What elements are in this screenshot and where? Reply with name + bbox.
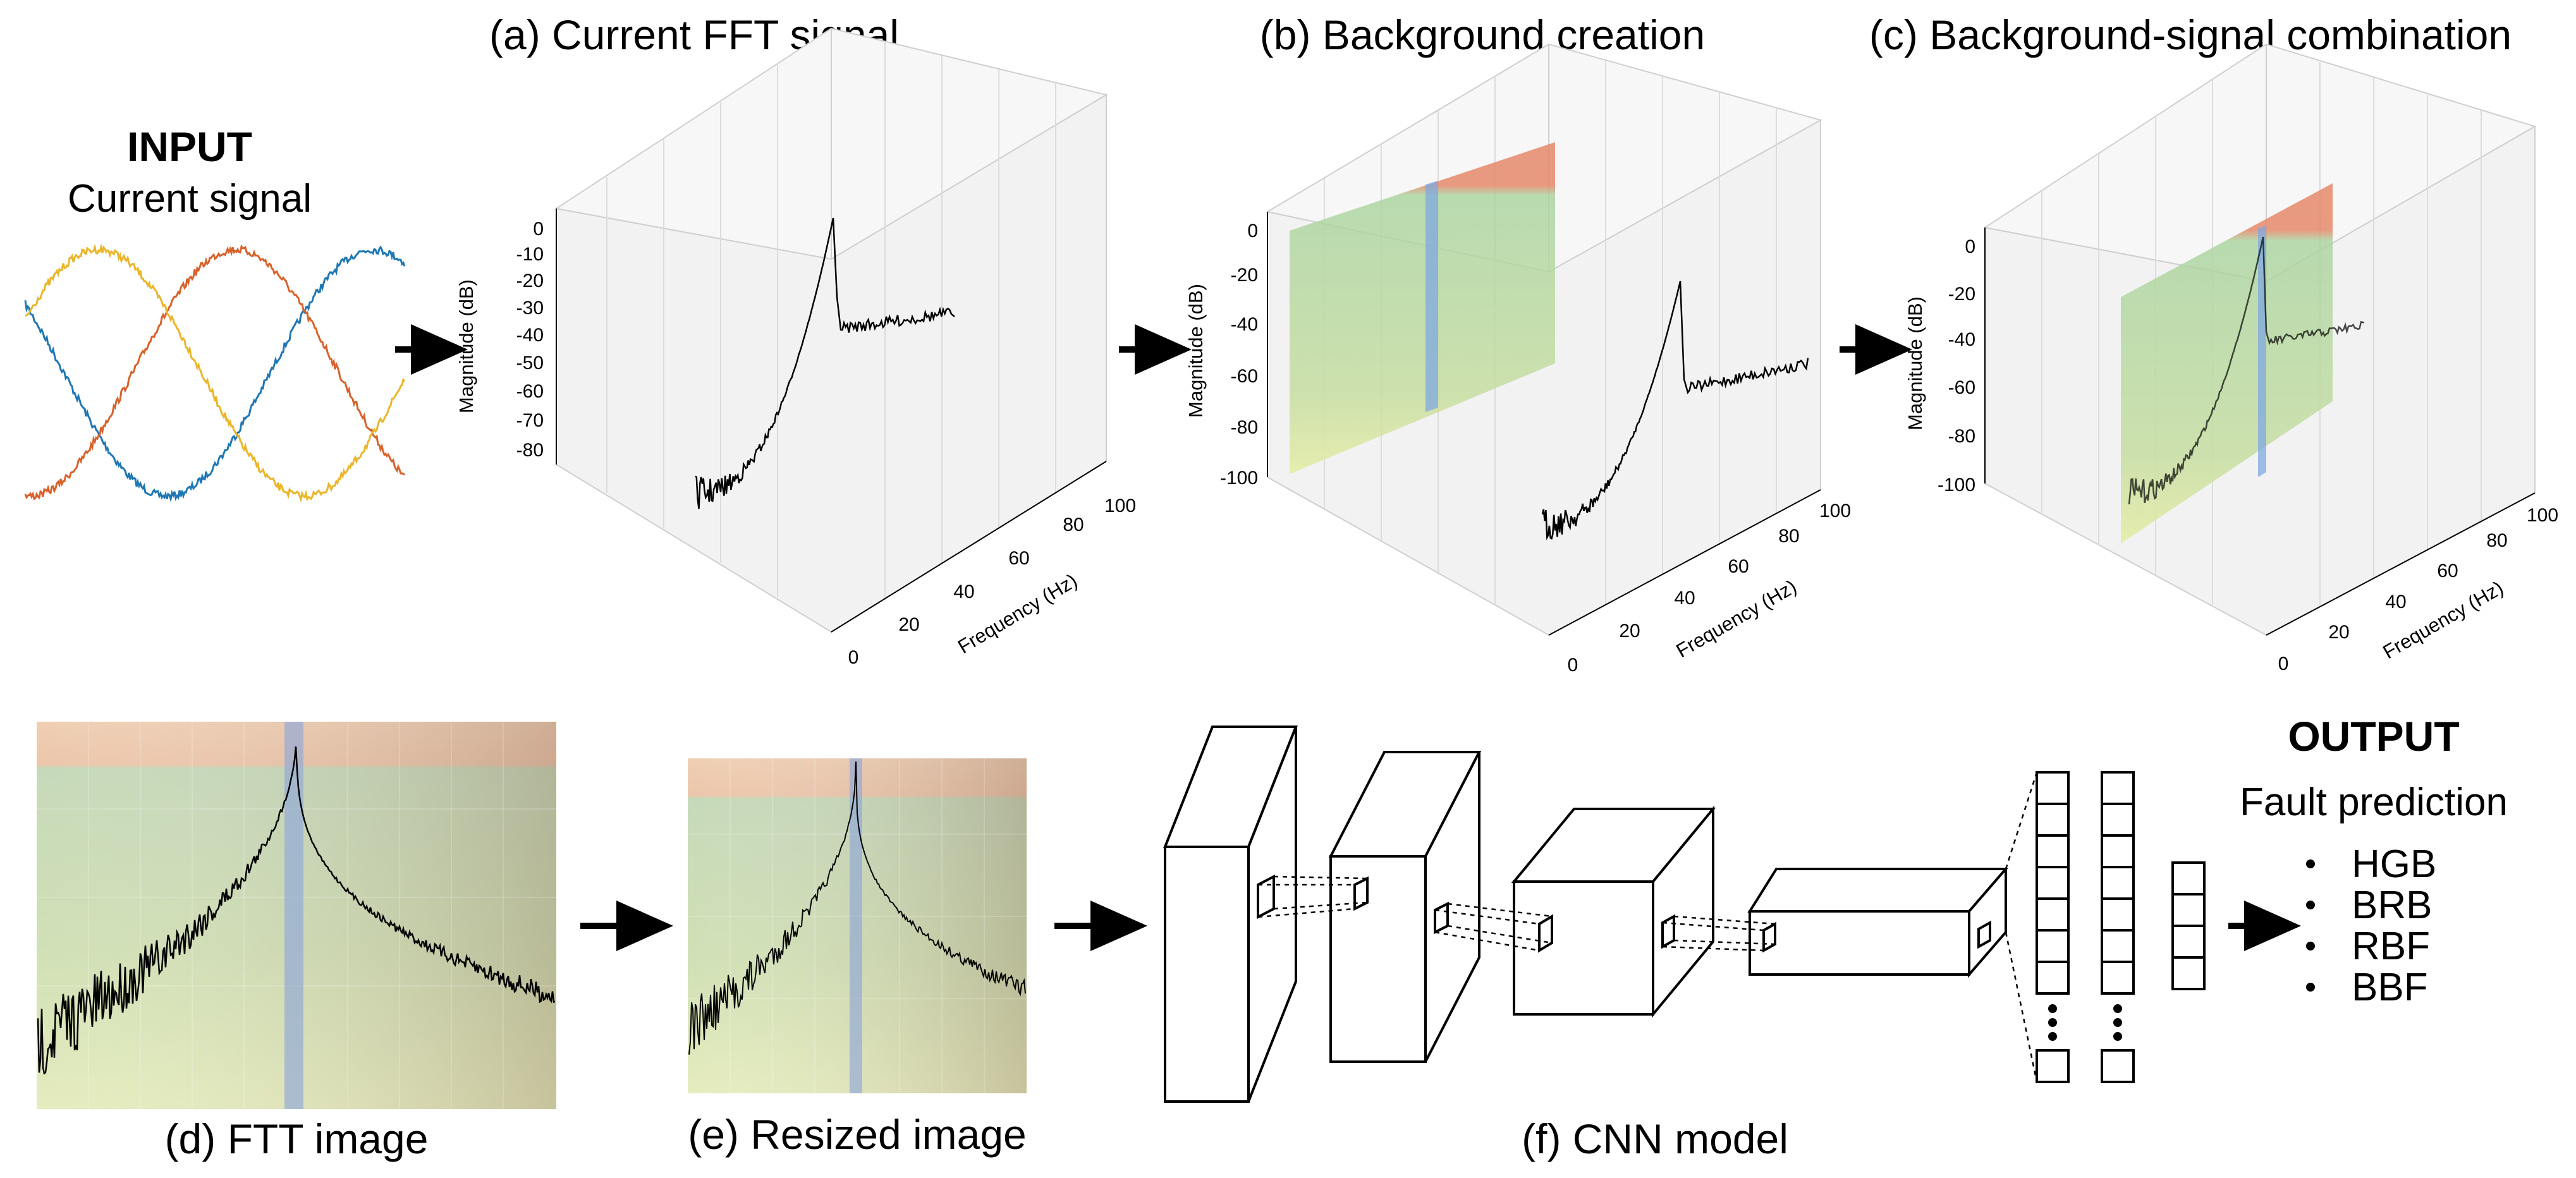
panel-f-title: (f) CNN model: [1522, 1115, 1788, 1162]
panel-a-ztick: -30: [516, 298, 544, 319]
panel-a-grid: [606, 41, 1056, 600]
panel-b-xtick: 100: [1819, 501, 1851, 521]
panel-a-xtick: 40: [953, 581, 974, 602]
panel-a-xtick: 80: [1063, 514, 1084, 535]
panel-c-ztick: -60: [1948, 377, 1975, 398]
input-subheading: Current signal: [68, 177, 312, 221]
output-block: OUTPUT Fault prediction HGB BRB RBF BBF: [2240, 713, 2508, 1009]
panel-c-ztick: -100: [1938, 475, 1975, 495]
bullet-icon: [2306, 901, 2315, 909]
panel-c-xtick: 40: [2385, 592, 2406, 612]
panel-f: (f) CNN model: [1163, 726, 2206, 1162]
panel-a-ztick: -50: [516, 353, 544, 373]
panel-b: (b) Background creation 0 -20 -40 -60 -8…: [1185, 11, 1851, 676]
panel-e: (e) Resized image: [688, 758, 1027, 1158]
panel-a-zlabel: Magnitude (dB): [455, 279, 477, 413]
panel-c-zticks: 0 -20 -40 -60 -80 -100: [1938, 236, 1975, 495]
panel-a-xtick: 60: [1008, 548, 1029, 569]
panel-d-fundamental-band: [284, 722, 303, 1109]
panel-b-zticks: 0 -20 -40 -60 -80 -100: [1220, 221, 1258, 489]
panel-a-xtick: 100: [1104, 495, 1136, 516]
phase-b-waveform: [24, 244, 405, 501]
cnn-conv-layer-3: [1511, 805, 1716, 1018]
panel-e-spectrum-line: [688, 761, 1026, 1055]
panel-a: (a) Current FFT signal 0 -10 -20 -30 -40…: [455, 11, 1136, 668]
panel-c-title: (c) Background-signal combination: [1869, 11, 2512, 58]
panel-a-spectrum-line: [695, 217, 955, 509]
panel-e-fundamental-band: [850, 758, 862, 1093]
panel-b-xticks: 0 20 40 60 80 100: [1568, 501, 1851, 676]
cnn-output-layer: [2171, 861, 2206, 990]
panel-c-xtick: 60: [2437, 561, 2458, 581]
panel-c-xtick: 20: [2328, 622, 2349, 643]
panel-c-back-wall: [1983, 43, 2537, 282]
panel-b-ztick: 0: [1247, 221, 1258, 241]
bullet-icon: [2306, 942, 2315, 950]
panel-b-title: (b) Background creation: [1260, 11, 1705, 58]
output-class: BBF: [2352, 966, 2428, 1009]
output-class: HGB: [2352, 842, 2436, 886]
panel-a-xticks: 0 20 40 60 80 100: [848, 495, 1136, 668]
panel-c-xtick: 0: [2278, 653, 2289, 674]
panel-c-zlabel: Magnitude (dB): [1904, 296, 1926, 430]
panel-c-xtick: 100: [2527, 505, 2558, 526]
input-heading: INPUT: [127, 123, 252, 170]
panel-a-xtick: 0: [848, 647, 859, 668]
panel-a-zticks: 0 -10 -20 -30 -40 -50 -60 -70 -80: [516, 219, 544, 461]
bullet-icon: [2306, 859, 2315, 868]
panel-c-fundamental-band: [2258, 225, 2266, 477]
panel-a-xtick: 20: [898, 614, 919, 635]
phase-a-waveform: [24, 245, 406, 503]
panel-c-spectrum-line: [2128, 236, 2365, 505]
panel-a-ztick: -20: [516, 270, 544, 291]
panel-b-xtick: 0: [1568, 655, 1578, 676]
panel-b-ztick: -80: [1231, 417, 1258, 438]
panel-b-xtick: 80: [1778, 526, 1799, 547]
panel-c: (c) Background-signal combination 0 -20 …: [1869, 11, 2558, 674]
cnn-dense-layer-1: [2036, 771, 2070, 1083]
cnn-dense-layer-2: [2101, 771, 2135, 1083]
panel-b-fundamental-band: [1425, 181, 1438, 412]
panel-e-title: (e) Resized image: [688, 1111, 1027, 1158]
panel-c-ztick: -20: [1948, 284, 1975, 305]
panel-c-xtick: 80: [2486, 530, 2507, 551]
cnn-layer-connectors: [1257, 772, 2038, 1083]
cnn-conv-layer-4: [1747, 865, 2009, 978]
panel-c-ztick: -40: [1948, 329, 1975, 350]
panel-a-ztick: -80: [516, 440, 544, 461]
panel-a-ztick: -40: [516, 325, 544, 346]
panel-a-ztick: 0: [533, 219, 544, 240]
cnn-conv-layer-1: [1163, 726, 1298, 1103]
cnn-conv-layer-2: [1328, 751, 1482, 1063]
panel-b-spectrum-line: [1541, 281, 1809, 540]
panel-a-ztick: -60: [516, 381, 544, 402]
phase-c-waveform: [25, 243, 406, 503]
panel-d: (d) FTT image: [37, 722, 556, 1162]
panel-b-xtick: 60: [1728, 556, 1749, 577]
output-class: BRB: [2352, 883, 2432, 927]
output-subheading: Fault prediction: [2240, 780, 2508, 824]
panel-b-xtick: 40: [1674, 588, 1695, 609]
panel-c-xlabel: Frequency (Hz): [2379, 576, 2507, 663]
panel-c-background-plane: [2121, 183, 2333, 543]
panel-a-ztick: -10: [516, 244, 544, 265]
panel-c-ztick: -80: [1948, 426, 1975, 447]
output-heading: OUTPUT: [2288, 713, 2459, 760]
panel-b-ztick: -100: [1220, 468, 1258, 489]
panel-b-ztick: -20: [1231, 265, 1258, 286]
panel-b-background-plane: [1290, 142, 1555, 474]
panel-b-ztick: -40: [1231, 314, 1258, 335]
panel-c-xticks: 0 20 40 60 80 100: [2278, 505, 2558, 674]
panel-b-xtick: 20: [1619, 621, 1640, 641]
panel-b-zlabel: Magnitude (dB): [1185, 284, 1207, 418]
input-block: INPUT Current signal: [24, 123, 406, 503]
panel-a-ztick: -70: [516, 410, 544, 431]
panel-b-ztick: -60: [1231, 366, 1258, 387]
panel-d-spectrum-line: [37, 746, 556, 1075]
panel-d-title: (d) FTT image: [165, 1115, 429, 1162]
panel-c-ztick: 0: [1965, 236, 1975, 257]
output-class: RBF: [2352, 925, 2430, 968]
bullet-icon: [2306, 983, 2315, 992]
